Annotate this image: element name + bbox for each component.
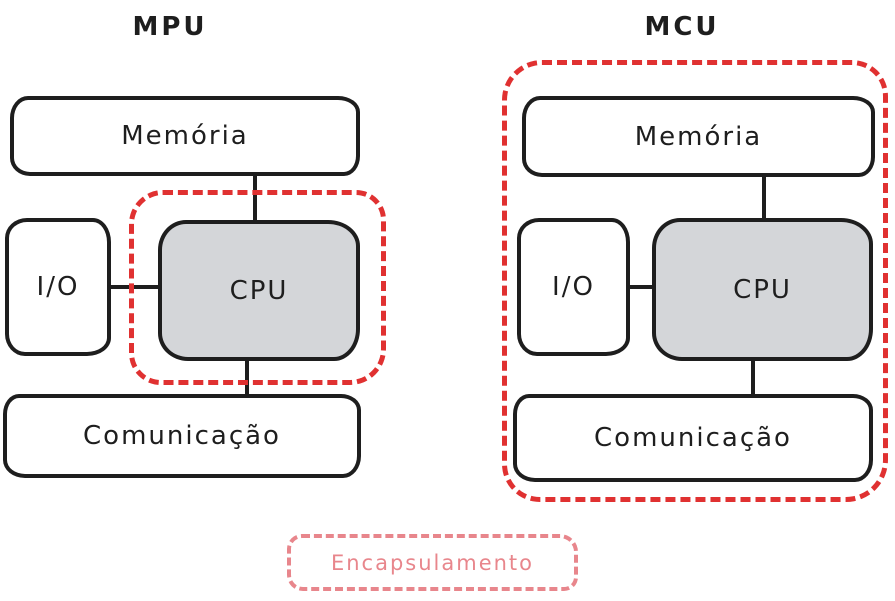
mpu-cpu-encapsulation-outline xyxy=(129,190,386,385)
mpu-io-cpu-connector xyxy=(108,285,160,289)
legend-encapsulamento-label: Encapsulamento xyxy=(330,550,535,575)
mpu-cpu-comunicacao-connector xyxy=(245,359,249,396)
mpu-memoria-cpu-connector xyxy=(253,174,257,222)
mpu-comunicacao-box: Comunicação xyxy=(3,394,361,478)
mcu-io-box: I/O xyxy=(517,218,630,356)
mpu-cpu-box: CPU xyxy=(158,220,360,361)
mpu-io-label: I/O xyxy=(36,272,80,302)
mcu-memoria-box: Memória xyxy=(522,96,875,177)
mpu-memoria-box: Memória xyxy=(10,96,360,176)
mcu-comunicacao-box: Comunicação xyxy=(513,394,873,482)
mpu-title: MPU xyxy=(132,12,208,42)
mcu-io-cpu-connector xyxy=(627,285,655,289)
mpu-comunicacao-label: Comunicação xyxy=(83,421,281,451)
legend-encapsulamento-box: Encapsulamento xyxy=(287,534,578,591)
mcu-title: MCU xyxy=(644,12,720,42)
mcu-comunicacao-label: Comunicação xyxy=(594,423,792,453)
mcu-cpu-box: CPU xyxy=(652,218,873,361)
mcu-cpu-comunicacao-connector xyxy=(751,359,755,396)
mcu-cpu-label: CPU xyxy=(733,274,792,305)
mpu-io-box: I/O xyxy=(5,218,111,356)
mpu-memoria-label: Memória xyxy=(121,121,249,151)
mcu-memoria-cpu-connector xyxy=(762,175,766,220)
mcu-io-label: I/O xyxy=(552,272,595,302)
mcu-encapsulation-outline xyxy=(502,60,888,502)
mcu-memoria-label: Memória xyxy=(634,121,763,152)
mpu-cpu-label: CPU xyxy=(229,275,289,306)
